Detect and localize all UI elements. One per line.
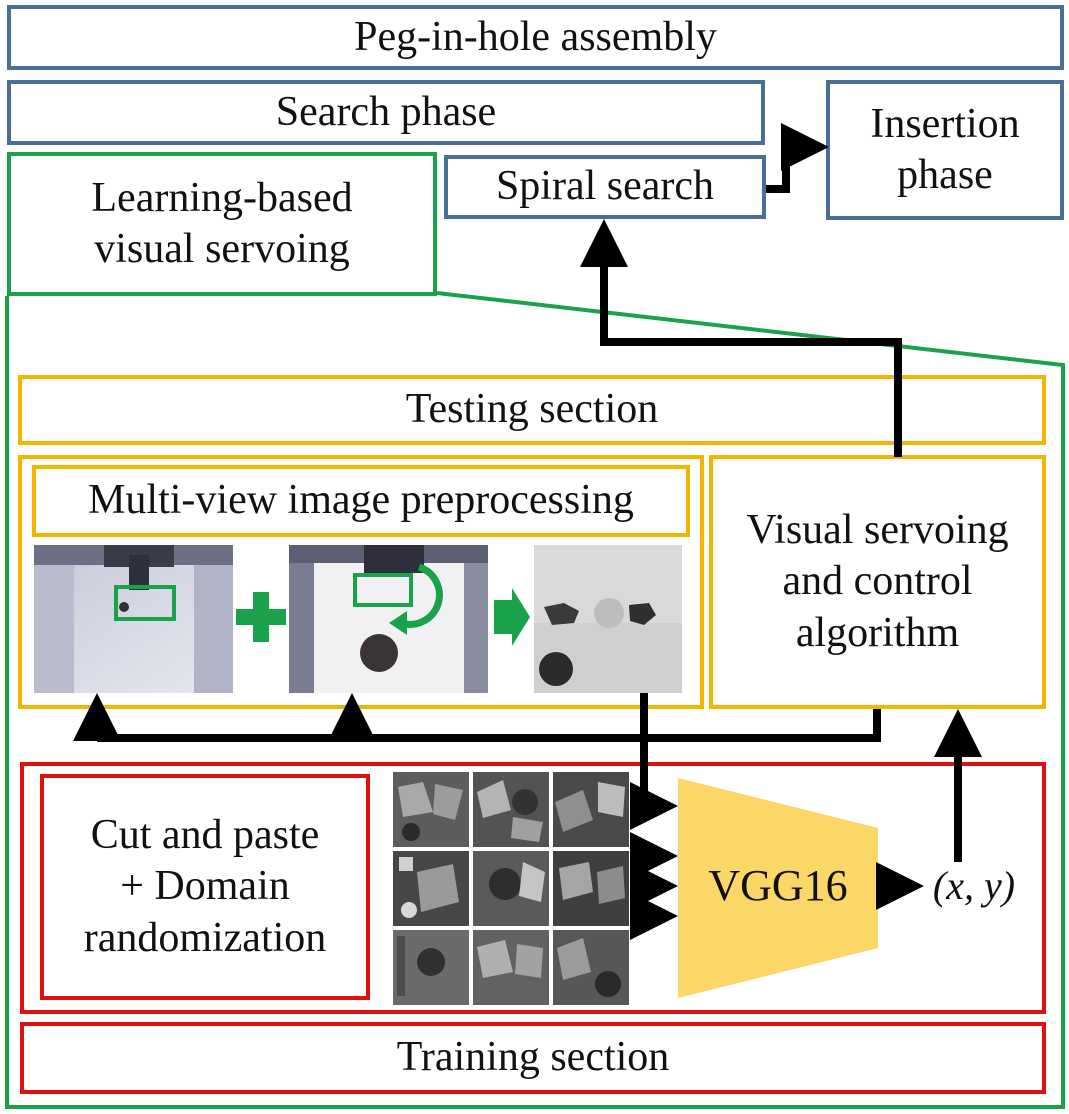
cut-paste-box — [40, 774, 370, 1000]
preprocessing-title-box — [32, 465, 690, 537]
spiral-search-box — [444, 155, 766, 219]
camera-view-1 — [34, 545, 233, 693]
vgg16-block — [678, 778, 878, 998]
output-coordinates: (x, y) — [932, 862, 1016, 908]
plus-icon — [236, 592, 286, 642]
testing-section-label: Testing section — [405, 386, 659, 433]
training-section-label: Training section — [396, 1034, 670, 1081]
camera-view-processed — [534, 545, 682, 693]
learning-based-box — [7, 152, 437, 296]
vgg16-label: VGG16 — [708, 861, 848, 911]
green-arrow-icon — [494, 588, 530, 646]
insertion-phase-label: Insertion phase — [870, 100, 1020, 198]
learning-based-label: Learning-based visual servoing — [91, 174, 353, 272]
cut-paste-label: Cut and paste + Domain randomization — [83, 812, 327, 961]
visual-servoing-label: Visual servoing and control algorithm — [746, 507, 1009, 656]
spiral-to-insertion-arrow — [766, 123, 829, 193]
feedback-line — [97, 709, 881, 742]
testing-section-box — [18, 375, 1046, 445]
randomized-image-grid — [393, 772, 629, 1005]
visual-servoing-box — [709, 455, 1046, 709]
servoing-to-spiral-arrow — [580, 219, 902, 457]
learning-based-outline — [5, 291, 1065, 1109]
preprocessing-label: Multi-view image preprocessing — [88, 477, 634, 524]
training-section-box — [20, 1022, 1046, 1094]
camera-view-2 — [289, 545, 488, 693]
spiral-search-label: Spiral search — [495, 163, 715, 210]
search-phase-label: Search phase — [275, 88, 497, 135]
processed-to-vgg-arrow — [630, 693, 678, 830]
peg-in-hole-box — [7, 5, 1064, 70]
training-upper-box — [20, 762, 1046, 1014]
peg-in-hole-title: Peg-in-hole assembly — [354, 13, 717, 60]
search-phase-box — [7, 80, 765, 145]
